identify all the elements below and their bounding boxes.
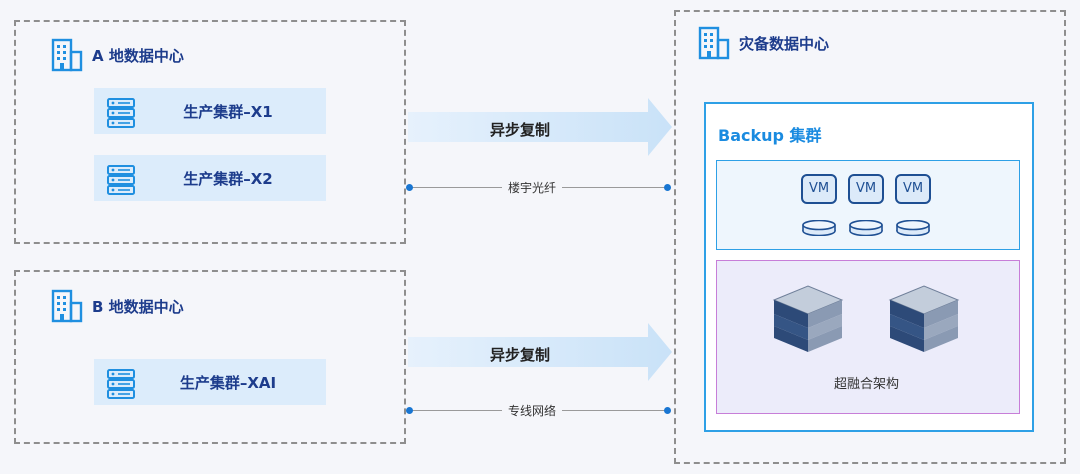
vm-icon: VM [848,174,884,204]
link-endpoint-dot [406,184,413,191]
vm-icon: VM [895,174,931,204]
link-endpoint-dot [664,184,671,191]
dr-title-text: 灾备数据中心 [739,34,830,53]
disk-icon [896,220,930,236]
link-label-b: 专线网络 [502,402,563,419]
site-b-datacenter [14,270,406,444]
cluster-xai[interactable]: 生产集群–XAI [94,359,326,405]
site-a-title-text: A 地数据中心 [92,46,184,65]
building-icon [51,38,83,72]
cluster-x2[interactable]: 生产集群–X2 [94,155,326,201]
link-endpoint-dot [406,407,413,414]
replication-arrow-b [408,323,672,381]
replication-label-b: 异步复制 [490,346,551,364]
server-icon [107,98,135,128]
server-icon [107,165,135,195]
link-endpoint-dot [664,407,671,414]
building-icon [51,289,83,323]
disk-icon [802,220,836,236]
hci-layer [716,260,1020,414]
replication-label-a: 异步复制 [490,121,551,139]
cluster-label: 生产集群–X2 [183,169,273,188]
link-label-a: 楼宇光纤 [502,179,563,196]
hci-label: 超融合架构 [834,377,900,392]
site-b-title-text: B 地数据中心 [92,297,184,316]
vm-icon: VM [801,174,837,204]
server-stack-icon [772,285,844,352]
backup-cluster-title: Backup 集群 [718,126,822,145]
server-icon [107,369,135,399]
cluster-x1[interactable]: 生产集群–X1 [94,88,326,134]
building-icon [698,26,730,60]
dr-title: 灾备数据中心 [697,26,829,60]
site-a-title: A 地数据中心 [50,38,184,72]
server-stack-icon [888,285,960,352]
cluster-label: 生产集群–X1 [183,102,273,121]
site-b-title: B 地数据中心 [50,289,184,323]
replication-arrow-a [408,98,672,156]
cluster-label: 生产集群–XAI [179,373,277,392]
disk-icon [849,220,883,236]
